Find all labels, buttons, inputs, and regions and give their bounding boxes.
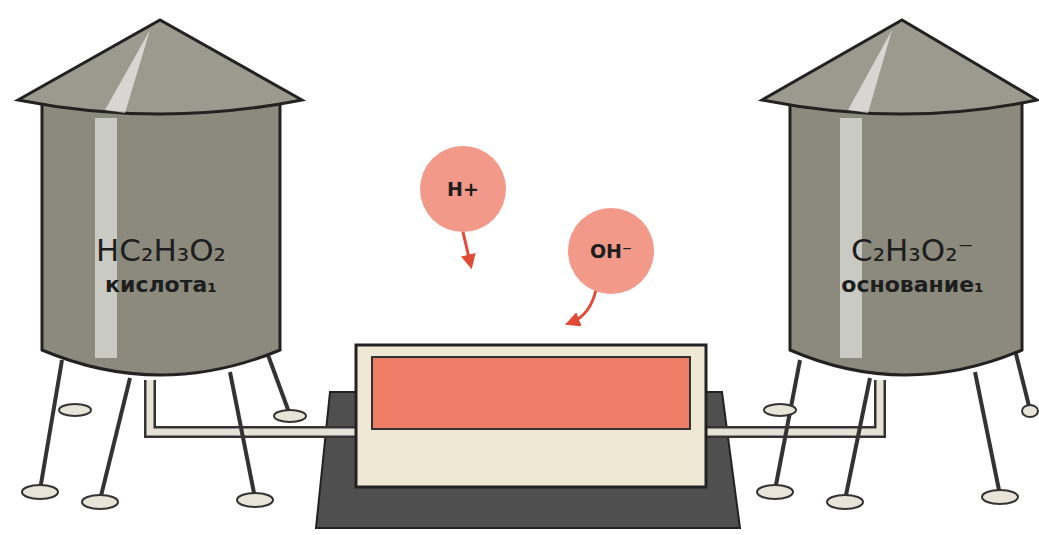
role-label: основание₁ xyxy=(841,270,983,300)
ion-circle: OH⁻ xyxy=(568,208,654,294)
ion-arrow xyxy=(463,232,470,262)
base-tank xyxy=(757,20,1038,509)
formula-label: HC₂H₃O₂ xyxy=(96,230,226,270)
ion-circle: H+ xyxy=(420,146,506,232)
tank-label: C₂H₃O₂⁻основание₁ xyxy=(800,200,1025,330)
acid-tank xyxy=(18,20,306,509)
ion-label: H+ xyxy=(447,178,479,200)
role-label: кислота₁ xyxy=(105,270,217,300)
ion-label: OH⁻ xyxy=(590,240,632,262)
tray xyxy=(356,345,706,487)
formula-label: C₂H₃O₂⁻ xyxy=(851,230,974,270)
liquid xyxy=(372,357,690,429)
tank-label: HC₂H₃O₂кислота₁ xyxy=(45,200,277,330)
ion-arrow xyxy=(572,290,596,322)
